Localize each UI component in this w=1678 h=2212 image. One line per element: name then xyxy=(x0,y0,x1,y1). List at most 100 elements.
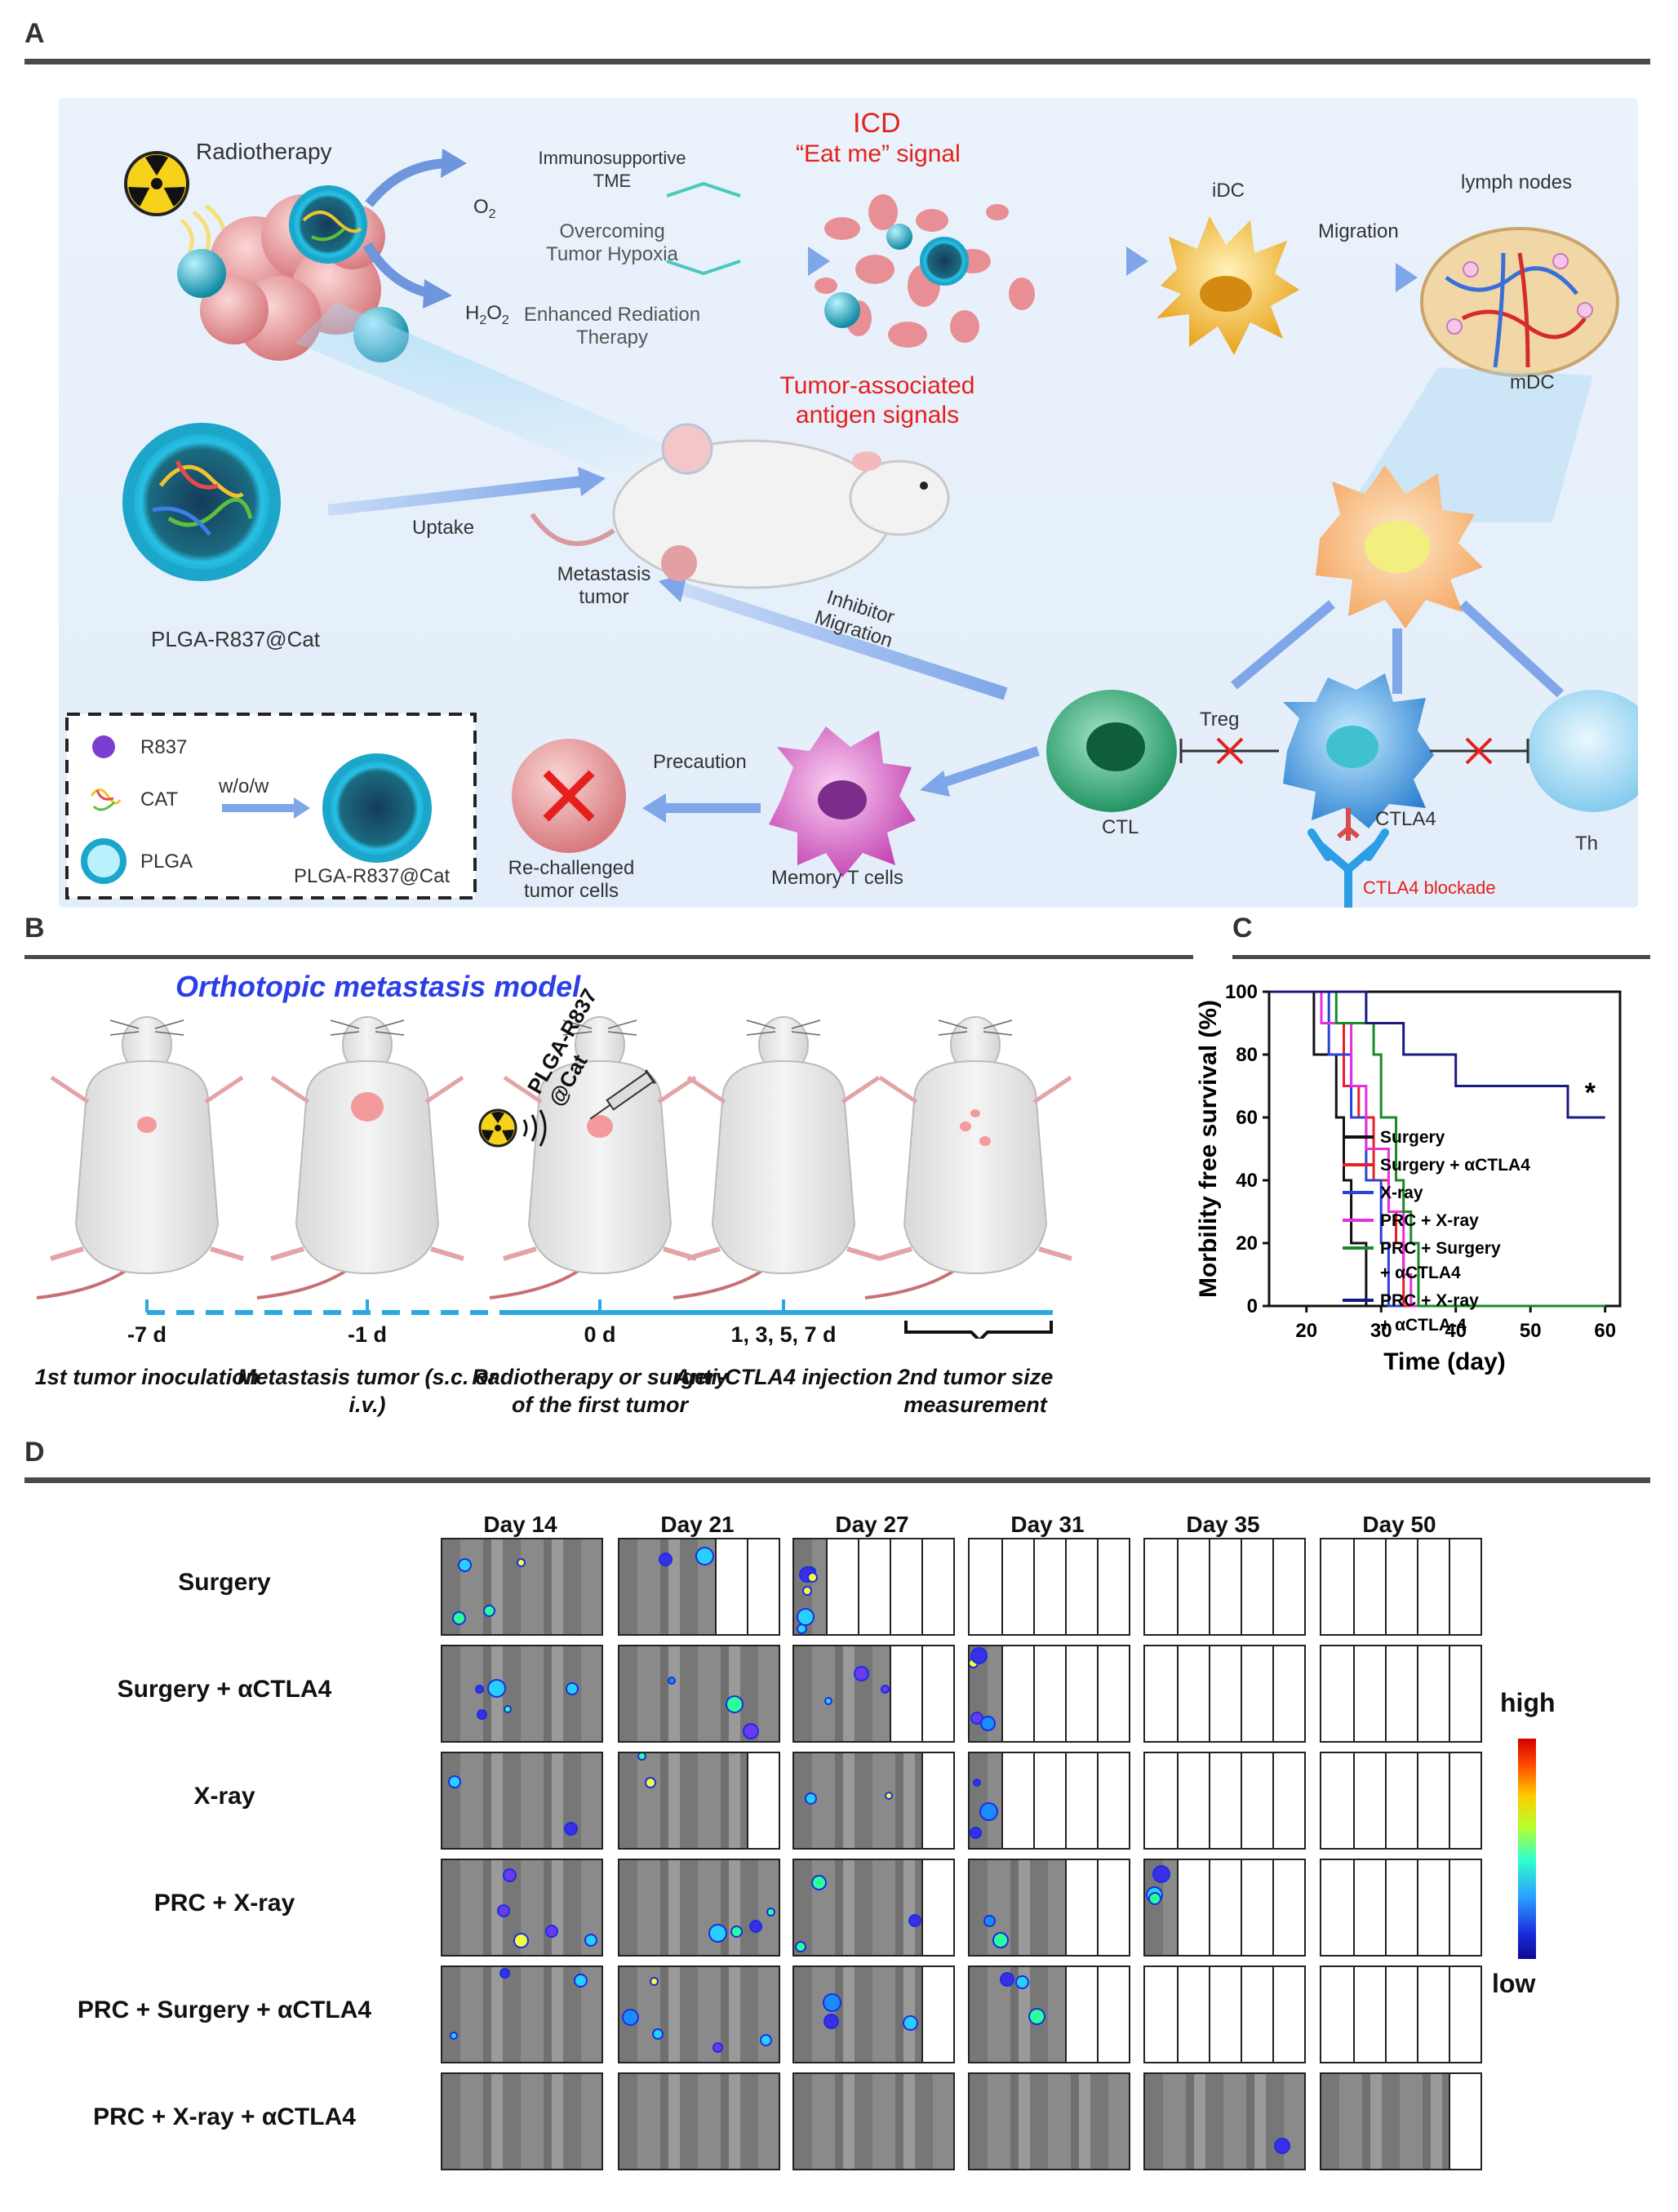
bioluminescence-spot xyxy=(732,1927,741,1936)
empty-mouse-slot xyxy=(1097,1753,1129,1848)
empty-mouse-slot xyxy=(1033,1753,1067,1848)
empty-mouse-slot xyxy=(1353,1753,1387,1848)
metastasis-label: Metastasis tumor xyxy=(557,563,651,608)
bioluminescence-spot xyxy=(518,1560,524,1566)
treg-label: Treg xyxy=(1200,708,1240,731)
group-label-2: Surgery + αCTLA4 xyxy=(117,1676,332,1703)
empty-mouse-slot xyxy=(1241,1860,1274,1955)
lymph-nodes-label: lymph nodes xyxy=(1461,171,1573,193)
day-label-3: Day 27 xyxy=(835,1512,909,1537)
empty-mouse-slot xyxy=(1449,1646,1480,1741)
empty-mouse-slot xyxy=(1449,1539,1480,1634)
enhanced-rt-label: Enhanced Rediation Therapy xyxy=(523,304,701,349)
imaging-panel xyxy=(1143,1859,1306,1957)
imaging-panel xyxy=(618,1859,780,1957)
mouse-illustration xyxy=(530,423,950,589)
empty-mouse-slot xyxy=(747,1539,779,1634)
bioluminescence-spot xyxy=(761,2036,770,2045)
x-tick-label: 40 xyxy=(1445,1320,1467,1342)
day-label-4: Day 31 xyxy=(1010,1512,1085,1537)
imaging-panel xyxy=(1320,1752,1482,1850)
bioluminescence-spot xyxy=(970,1659,977,1667)
mice-timeline xyxy=(36,1016,1072,1339)
bioluminescence-spot xyxy=(501,1970,508,1977)
model-title: Orthotopic metastasis model xyxy=(175,970,581,1003)
group-label-4: PRC + X-ray xyxy=(153,1890,295,1917)
empty-mouse-slot xyxy=(1385,1539,1418,1634)
bioluminescence-spot xyxy=(910,1916,920,1926)
empty-mouse-slot xyxy=(1449,1967,1480,2062)
h2o2-label: H2O2 xyxy=(465,302,509,328)
bioluminescence-spot xyxy=(826,1699,831,1703)
empty-mouse-slot xyxy=(1417,1539,1450,1634)
empty-mouse-slot xyxy=(1209,1539,1242,1634)
legend-label-1: Surgery xyxy=(1380,1128,1445,1147)
imaging-panel xyxy=(968,1752,1130,1850)
bioluminescence-spot xyxy=(727,1697,742,1712)
timeline-desc-3: Radiotherapy or surgery of the first tum… xyxy=(472,1365,728,1417)
imaging-panel xyxy=(618,1752,780,1850)
empty-mouse-slot xyxy=(1177,1967,1210,2062)
imaging-panel xyxy=(618,1645,780,1743)
x-axis-label: Time (day) xyxy=(1383,1348,1506,1375)
imaging-panel xyxy=(441,2072,603,2170)
legend-cat: CAT xyxy=(140,788,179,811)
empty-mouse-slot xyxy=(715,1539,748,1634)
th-label: Th xyxy=(1575,833,1599,855)
imaging-panel xyxy=(618,1965,780,2063)
empty-mouse-slot xyxy=(1449,1860,1480,1955)
empty-mouse-slot xyxy=(1241,1753,1274,1848)
empty-mouse-slot xyxy=(1321,1967,1353,2062)
imaging-panel xyxy=(792,1752,955,1850)
series-line-6 xyxy=(1269,990,1605,1119)
imaging-panel xyxy=(441,1965,603,2063)
tme-label: Immunosupportive TME xyxy=(538,148,686,191)
bioluminescence-spot xyxy=(654,2030,662,2038)
imaging-panel xyxy=(792,1859,955,1957)
bioluminescence-spot xyxy=(586,1935,596,1945)
empty-mouse-slot xyxy=(890,1646,923,1741)
bioluminescence-spot xyxy=(768,1909,774,1915)
empty-mouse-slot xyxy=(1321,1646,1353,1741)
h2o2-sub1: 2 xyxy=(479,313,487,327)
bioluminescence-spot xyxy=(1017,1977,1028,1988)
empty-mouse-slot xyxy=(1145,1539,1177,1634)
plot-frame xyxy=(1267,990,1622,1308)
empty-mouse-slot xyxy=(1449,2074,1480,2169)
imaging-panel xyxy=(968,2072,1130,2170)
imaging-panel xyxy=(1320,2072,1482,2170)
bioluminescence-spot xyxy=(809,1574,816,1581)
bioluminescence-spot xyxy=(798,1625,806,1632)
icd-label: ICD xyxy=(853,108,901,139)
series-line-1 xyxy=(1269,990,1382,1308)
panel-label-b: B xyxy=(24,913,45,944)
timeline-desc-5: 2nd tumor size measurement xyxy=(897,1365,1054,1417)
treg-cell xyxy=(1283,673,1434,841)
empty-mouse-slot xyxy=(1097,1967,1129,2062)
series-line-5 xyxy=(1269,990,1605,1308)
bioluminescence-spot xyxy=(566,1823,576,1834)
h2o2-o: O xyxy=(486,302,502,324)
group-label-5: PRC + Surgery + αCTLA4 xyxy=(77,1997,372,2023)
empty-mouse-slot xyxy=(1417,1646,1450,1741)
empty-mouse-slot xyxy=(1417,1753,1450,1848)
empty-mouse-slot xyxy=(890,1539,923,1634)
bioluminescence-spot xyxy=(451,2033,456,2038)
syringe-icon xyxy=(589,1069,656,1120)
rule-d xyxy=(24,1477,1650,1483)
bioluminescence-spot xyxy=(478,1711,486,1718)
x-tick-label: 60 xyxy=(1594,1320,1616,1342)
empty-mouse-slot xyxy=(1241,1539,1274,1634)
blockade-label: CTLA4 blockade xyxy=(1363,877,1496,898)
empty-mouse-slot xyxy=(1097,1539,1129,1634)
idc-label: iDC xyxy=(1212,180,1245,202)
bioluminescence-spot xyxy=(515,1934,527,1947)
x-tick-label: 50 xyxy=(1520,1320,1542,1342)
empty-mouse-slot xyxy=(1321,1539,1353,1634)
empty-mouse-slot xyxy=(1417,1860,1450,1955)
empty-mouse-slot xyxy=(1272,1539,1304,1634)
bioluminescence-spot xyxy=(660,1554,671,1565)
rule-c xyxy=(1232,955,1650,959)
bioluminescence-spot xyxy=(547,1926,557,1936)
imaging-panel xyxy=(1143,1645,1306,1743)
